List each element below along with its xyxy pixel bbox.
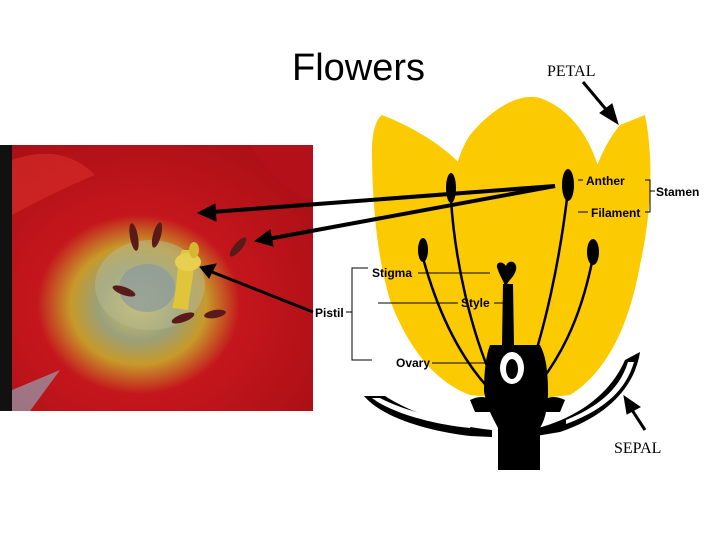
sepal-label: SEPAL: [614, 440, 661, 457]
petal-label: PETAL: [547, 63, 596, 80]
anther-arrowhead-2: [253, 229, 274, 247]
right-sepal-inner: [566, 362, 634, 424]
petal-arrowhead: [599, 103, 619, 126]
anther-label: Anther: [586, 174, 625, 188]
pistil-label: Pistil: [315, 306, 344, 320]
leader-lines: [346, 179, 655, 364]
stigma-shape: [496, 261, 517, 286]
flower-cross-section: [364, 96, 651, 470]
right-sepal: [530, 352, 640, 437]
style-shape: [502, 284, 514, 345]
anther-left-low: [418, 238, 428, 262]
anther-left-top: [446, 173, 456, 203]
ovary-label: Ovary: [396, 356, 430, 370]
style-label: Style: [461, 296, 490, 310]
pistil-arrowhead: [199, 263, 217, 279]
anther-right-low: [587, 239, 599, 265]
stigma-label: Stigma: [372, 266, 412, 280]
sepal-arrowhead: [623, 394, 641, 415]
pointer-arrows: [196, 81, 647, 431]
slide-title: Flowers: [292, 47, 426, 89]
stamen-label: Stamen: [656, 185, 699, 199]
anther-arrowhead-1: [196, 203, 217, 222]
left-sepal-inner: [372, 398, 472, 428]
anther-right-top: [562, 169, 574, 201]
tulip-photo: [0, 145, 313, 411]
filament-label: Filament: [591, 206, 640, 220]
